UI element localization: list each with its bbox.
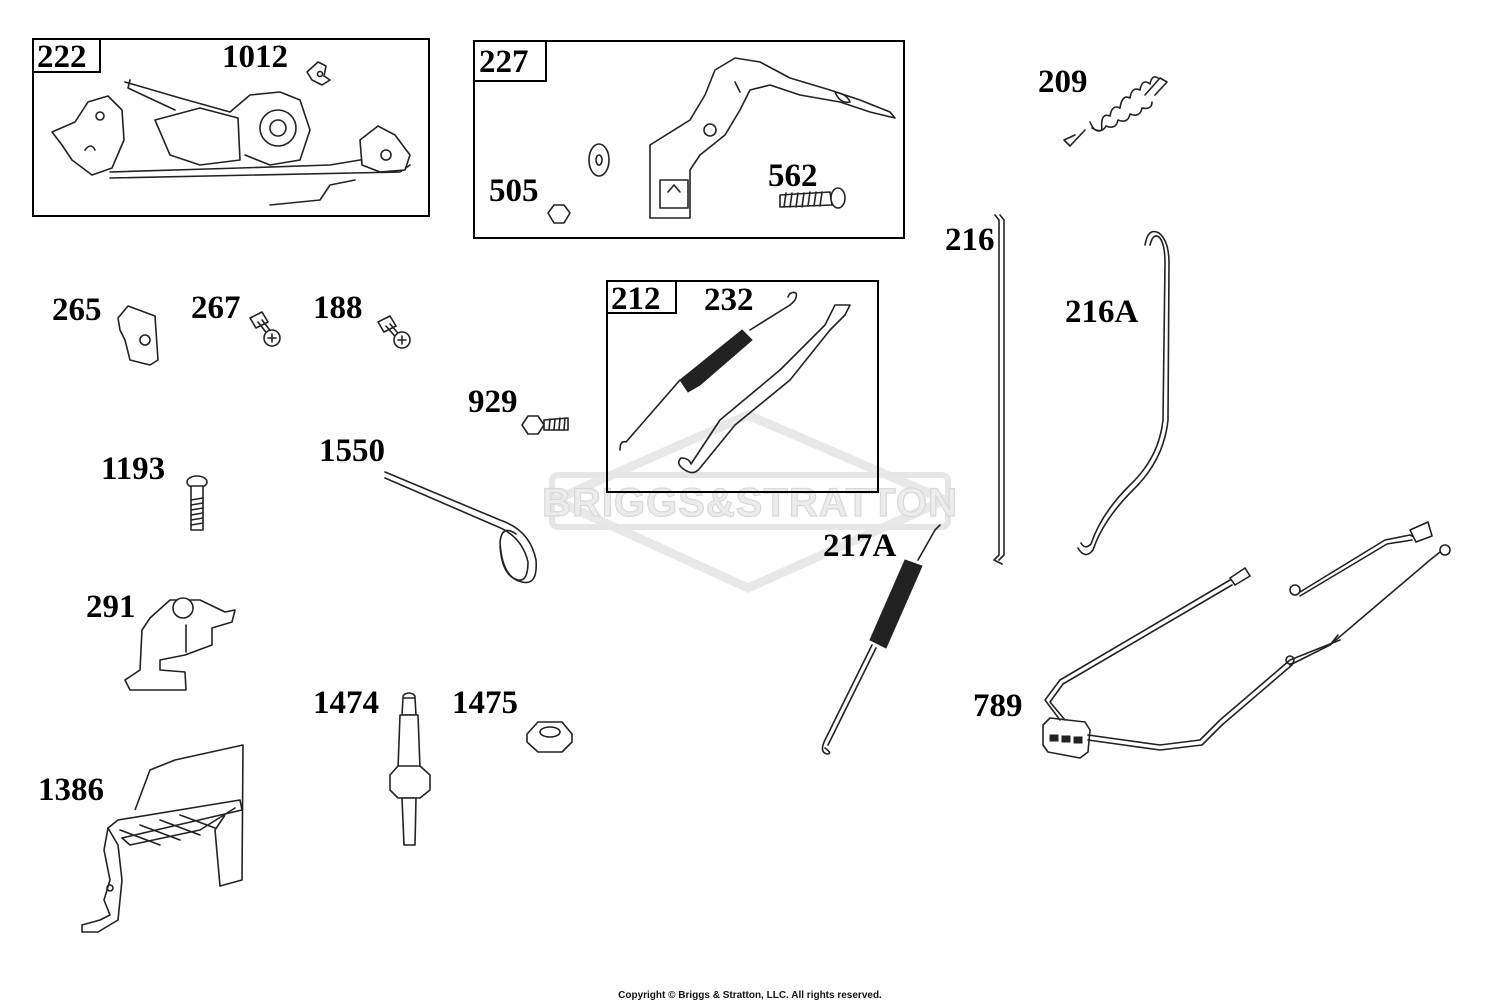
part-267-screw <box>249 311 281 347</box>
watermark-text: BRIGGS&STRATTON <box>542 481 958 525</box>
label-216A: 216A <box>1065 294 1139 330</box>
label-216: 216 <box>945 222 995 258</box>
control-bracket-227 <box>649 57 896 219</box>
watermark-bar <box>549 472 951 530</box>
label-217A: 217A <box>823 528 897 564</box>
part-265-clip <box>117 305 159 366</box>
part-212-link <box>677 304 851 474</box>
label-291: 291 <box>86 589 136 625</box>
label-562: 562 <box>768 158 818 194</box>
part-217A-spring <box>821 524 941 755</box>
label-232: 232 <box>704 282 754 318</box>
label-789: 789 <box>973 688 1023 724</box>
label-188: 188 <box>313 290 363 326</box>
part-929-bolt <box>521 415 569 435</box>
box-222-tag <box>32 38 101 73</box>
label-227: 227 <box>479 44 529 80</box>
label-212: 212 <box>611 281 661 317</box>
label-209: 209 <box>1038 64 1088 100</box>
label-1012: 1012 <box>222 39 288 75</box>
box-222[interactable]: 222 1012 <box>32 38 430 217</box>
box-212[interactable]: 212 232 <box>606 280 879 493</box>
part-209-spring <box>1063 76 1168 147</box>
part-232-spring <box>619 291 798 451</box>
label-1550: 1550 <box>319 433 385 469</box>
part-1012-clip <box>306 61 331 86</box>
copyright-footer: Copyright © Briggs & Stratton, LLC. All … <box>618 990 882 1001</box>
box-227-frame <box>473 40 905 239</box>
part-291-bracket <box>124 597 236 691</box>
label-1386: 1386 <box>38 772 104 808</box>
part-1550-spring-wire <box>384 471 538 584</box>
part-1474-stud <box>389 692 431 846</box>
label-929: 929 <box>468 384 518 420</box>
part-562-screw <box>779 187 846 209</box>
label-505: 505 <box>489 173 539 209</box>
box-227[interactable]: 227 505 562 <box>473 40 905 239</box>
part-505-washer-nut <box>547 143 610 224</box>
box-222-frame <box>32 38 430 217</box>
label-1474: 1474 <box>313 685 379 721</box>
box-212-tag <box>606 280 677 314</box>
label-1193: 1193 <box>101 451 165 487</box>
label-267: 267 <box>191 290 241 326</box>
label-222: 222 <box>37 39 87 75</box>
box-227-tag <box>473 40 547 82</box>
governor-control-assembly <box>51 79 411 206</box>
part-1475-nut <box>526 721 573 753</box>
part-216A-rod <box>1077 230 1170 556</box>
label-265: 265 <box>52 292 102 328</box>
label-1475: 1475 <box>452 685 518 721</box>
box-212-frame <box>606 280 879 493</box>
part-216-rod <box>993 214 1005 565</box>
watermark: BRIGGS&STRATTON <box>542 410 958 593</box>
part-789-wire-harness <box>1042 521 1451 759</box>
part-188-screw <box>377 315 411 349</box>
part-1193-screw <box>186 475 208 531</box>
part-1386-baffle <box>81 744 244 933</box>
